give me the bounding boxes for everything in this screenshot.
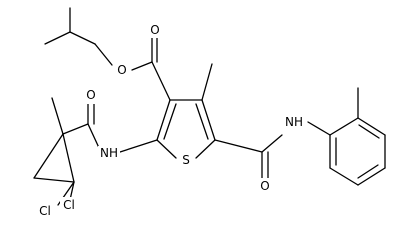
atom-ester-carbonyl-oxygen: O — [148, 22, 162, 38]
svg-text:S: S — [182, 153, 190, 167]
structure-diagram: O O O NH S O NH Cl — [33, 7, 386, 219]
bond — [62, 133, 75, 183]
svg-text:Cl: Cl — [63, 198, 75, 212]
bond — [195, 139, 216, 159]
atom-chlorine-1: Cl — [60, 197, 78, 213]
bond — [156, 99, 171, 141]
atom-chlorine-2: Cl — [36, 203, 54, 219]
bond — [87, 123, 101, 151]
bond — [163, 103, 177, 140]
atom-left-nh: NH — [98, 146, 120, 162]
bond — [214, 139, 263, 153]
bond — [44, 31, 71, 45]
bond — [357, 164, 379, 179]
svg-text:O: O — [117, 63, 126, 77]
bond — [307, 121, 331, 136]
svg-text:O: O — [260, 179, 269, 193]
bond — [131, 61, 153, 71]
bond — [195, 103, 209, 140]
bond — [156, 139, 177, 159]
bond — [151, 61, 171, 101]
bond — [358, 124, 380, 139]
bond — [33, 133, 64, 179]
bond — [357, 117, 386, 136]
bond — [201, 99, 216, 141]
bond — [62, 123, 89, 135]
bond — [329, 167, 359, 186]
bond — [261, 134, 283, 153]
svg-text:NH: NH — [285, 115, 303, 129]
bond — [94, 43, 113, 66]
svg-text:NH: NH — [100, 146, 118, 160]
atom-ester-oxygen: O — [114, 62, 130, 78]
svg-text:O: O — [150, 23, 159, 37]
svg-text:Cl: Cl — [39, 204, 51, 218]
bond — [69, 31, 96, 45]
atom-sulfur: S — [178, 152, 194, 168]
svg-text:O: O — [86, 88, 95, 102]
atom-right-nh: NH — [282, 114, 306, 130]
bond — [33, 177, 75, 183]
bond — [357, 167, 386, 186]
atom-left-amide-oxygen: O — [84, 88, 98, 104]
atom-labels: O O O NH S O NH Cl — [36, 22, 306, 219]
bond — [51, 97, 64, 135]
bonds — [33, 7, 386, 206]
bond — [329, 117, 359, 136]
bond — [201, 63, 213, 101]
bond — [119, 139, 158, 153]
atom-right-amide-oxygen: O — [258, 178, 272, 194]
molecule-canvas: O O O NH S O NH Cl — [33, 7, 386, 219]
